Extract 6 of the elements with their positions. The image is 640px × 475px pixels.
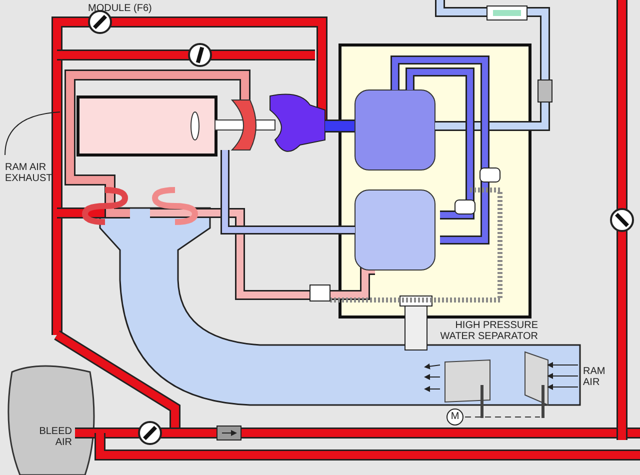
ram-air-exhaust-label: RAM AIR EXHAUST	[5, 162, 54, 184]
bleed-air-label: BLEED AIR	[38, 426, 72, 448]
motor-label: M	[450, 411, 460, 422]
water-separator-label: HIGH PRESSURE WATER SEPARATOR	[439, 320, 538, 342]
ram-air-label: RAM AIR	[583, 366, 606, 388]
module-label: MODULE (F6)	[88, 3, 153, 14]
